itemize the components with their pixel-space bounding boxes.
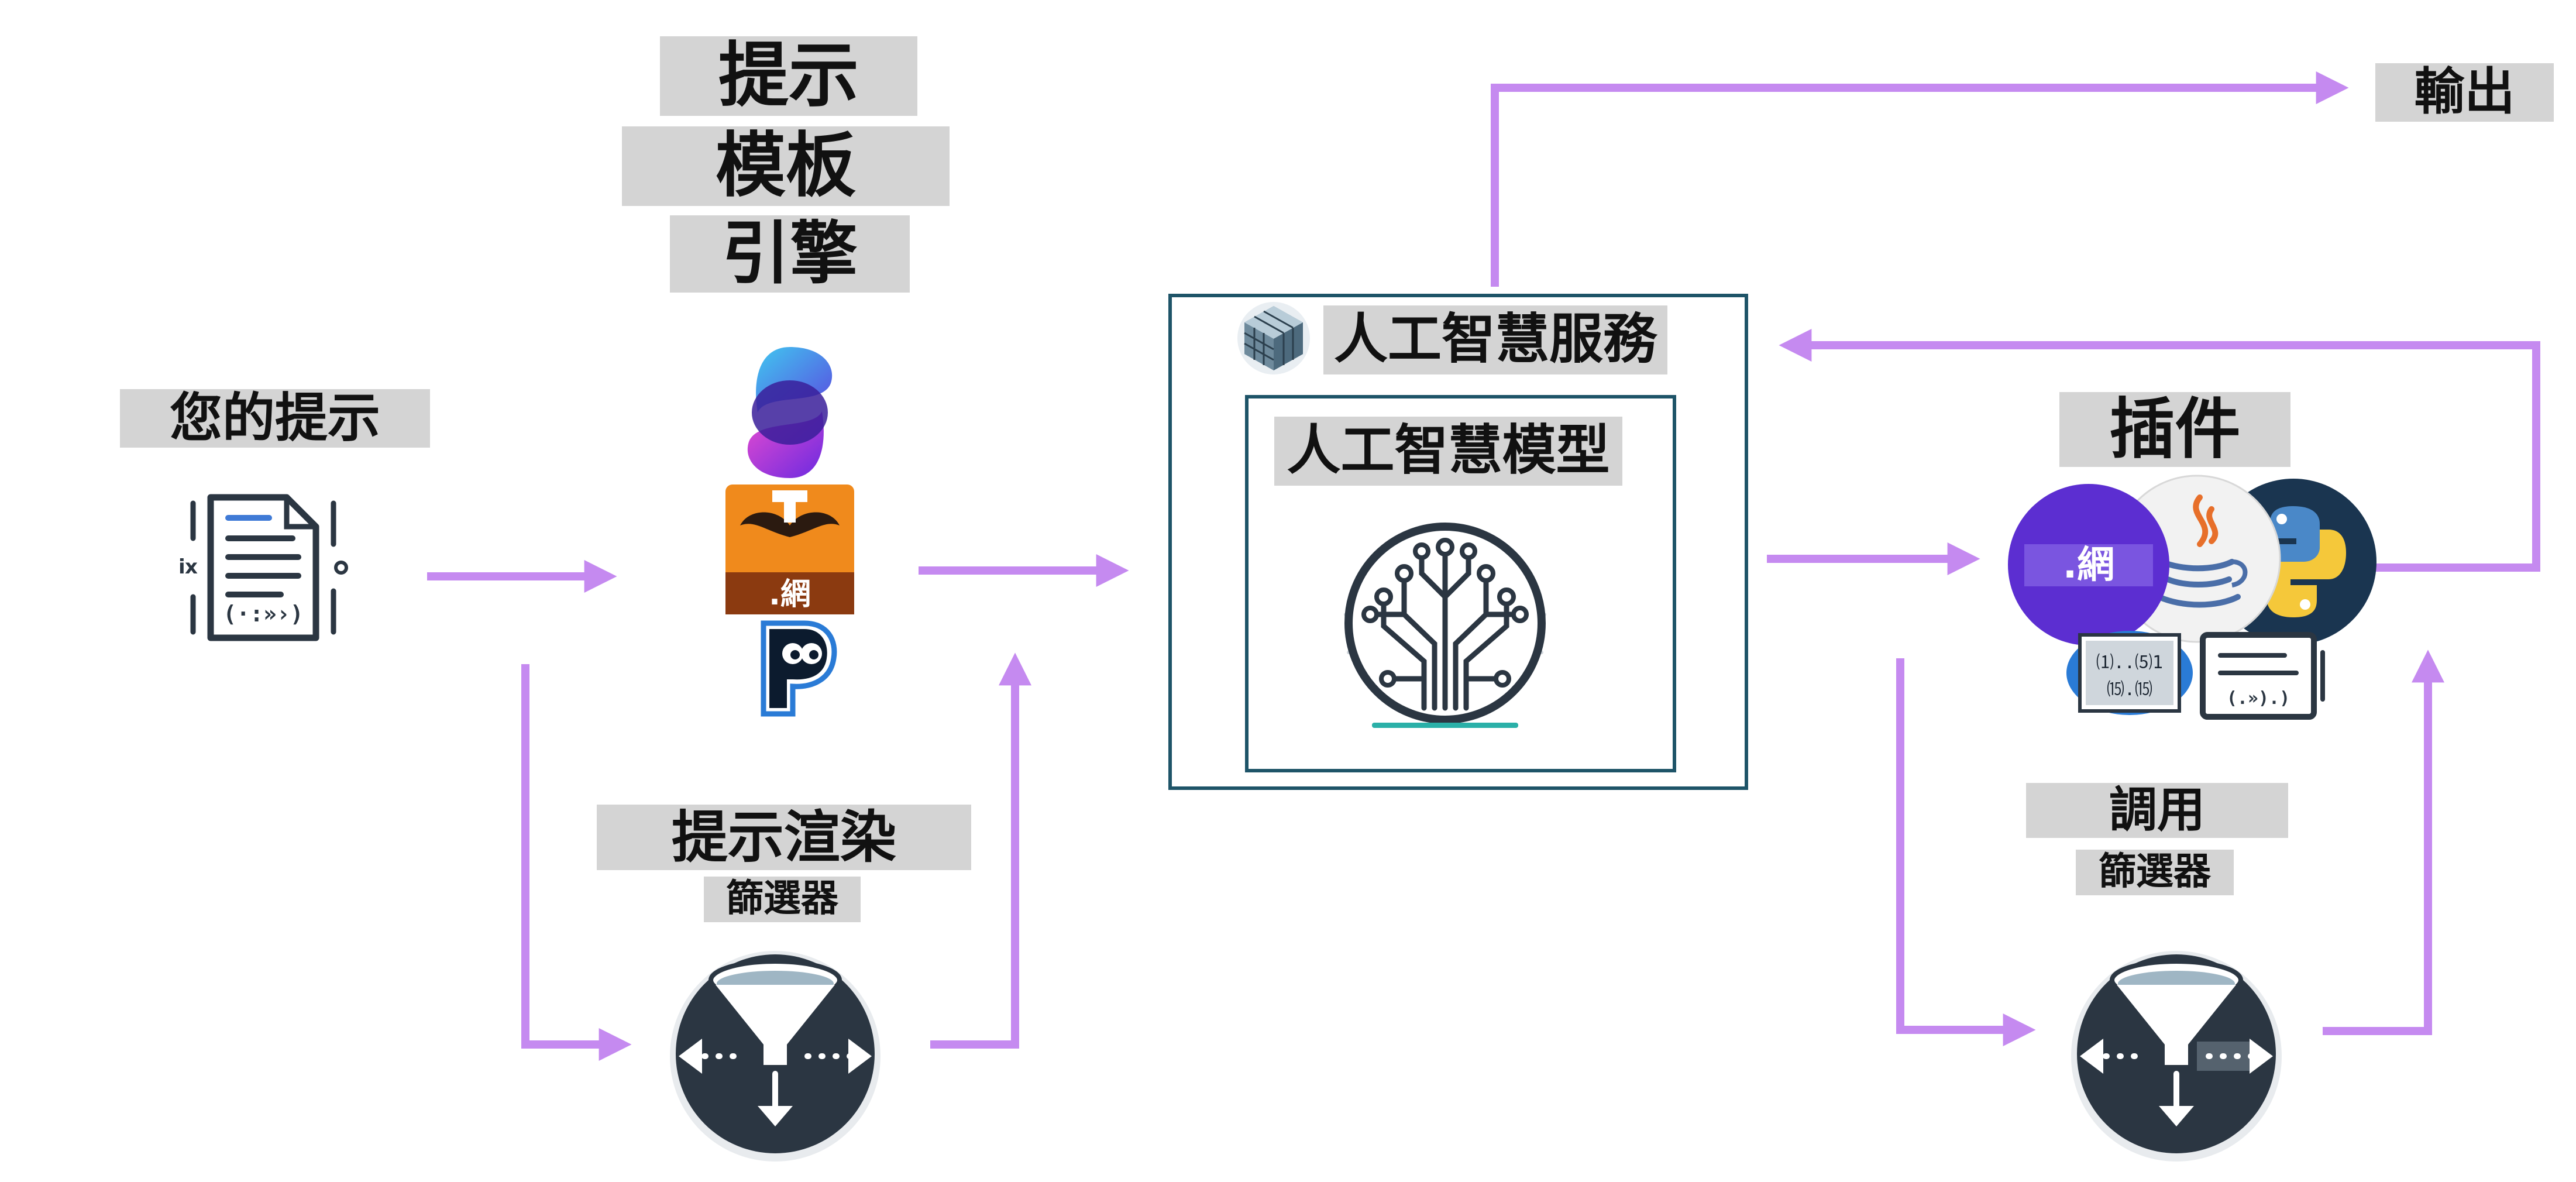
invoke-label: 調用 <box>2026 783 2288 838</box>
filter-icon-render <box>670 951 881 1162</box>
prompt-render-filter-label: 篩選器 <box>704 877 861 922</box>
brain-circuit-icon <box>1344 523 1546 728</box>
invoke-filter-label: 篩選器 <box>2076 850 2234 895</box>
semantic-kernel-icon <box>747 347 833 478</box>
svg-text:⒂.⒂: ⒂.⒂ <box>2107 679 2152 700</box>
arrow-ai-service-to-output <box>1491 71 2349 287</box>
prompt-render-label: 提示渲染 <box>597 805 971 870</box>
filter-icon-invoke <box>2071 951 2282 1162</box>
prompty-icon <box>761 620 837 717</box>
arrow-invoke-filter-to-plugins <box>2323 650 2444 1035</box>
arrow-plugins-to-ai-service <box>1779 329 2540 572</box>
svg-text:(.»).): (.»).) <box>2227 688 2290 709</box>
arrow-render-filter-to-ai-service <box>930 652 1031 1049</box>
arrow-prompt-to-render-filter <box>521 664 632 1061</box>
template-engine-label-line2: 模板 <box>622 126 950 206</box>
code-document-right-icon: (.»).) <box>2200 632 2325 720</box>
svg-text:⑴..⑸1: ⑴..⑸1 <box>2096 652 2163 673</box>
svg-text:ⅸ: ⅸ <box>178 555 198 579</box>
template-engine-label-line3: 引擎 <box>670 215 910 293</box>
your-prompt-label: 您的提示 <box>120 389 430 448</box>
code-document-left-icon: ⑴..⑸1 ⒂.⒂ <box>2066 631 2193 715</box>
plugins-label: 插件 <box>2059 392 2290 467</box>
document-icon: (·:»›) ⅸ <box>178 494 348 641</box>
ai-service-label: 人工智慧服務 <box>1323 305 1667 374</box>
handlebars-icon: .網 <box>725 485 854 614</box>
dotnet-logo-icon: .網 <box>2008 484 2169 645</box>
arrow-to-invoke-filter <box>1896 658 2036 1046</box>
ai-model-label: 人工智慧模型 <box>1274 417 1622 486</box>
svg-text:.網: .網 <box>769 577 811 612</box>
svg-text:(·:»›): (·:»›) <box>223 601 303 627</box>
svg-text:.網: .網 <box>2063 544 2114 587</box>
output-label: 輸出 <box>2375 63 2554 122</box>
cube-icon <box>1237 302 1310 374</box>
template-engine-label-line1: 提示 <box>660 36 917 116</box>
